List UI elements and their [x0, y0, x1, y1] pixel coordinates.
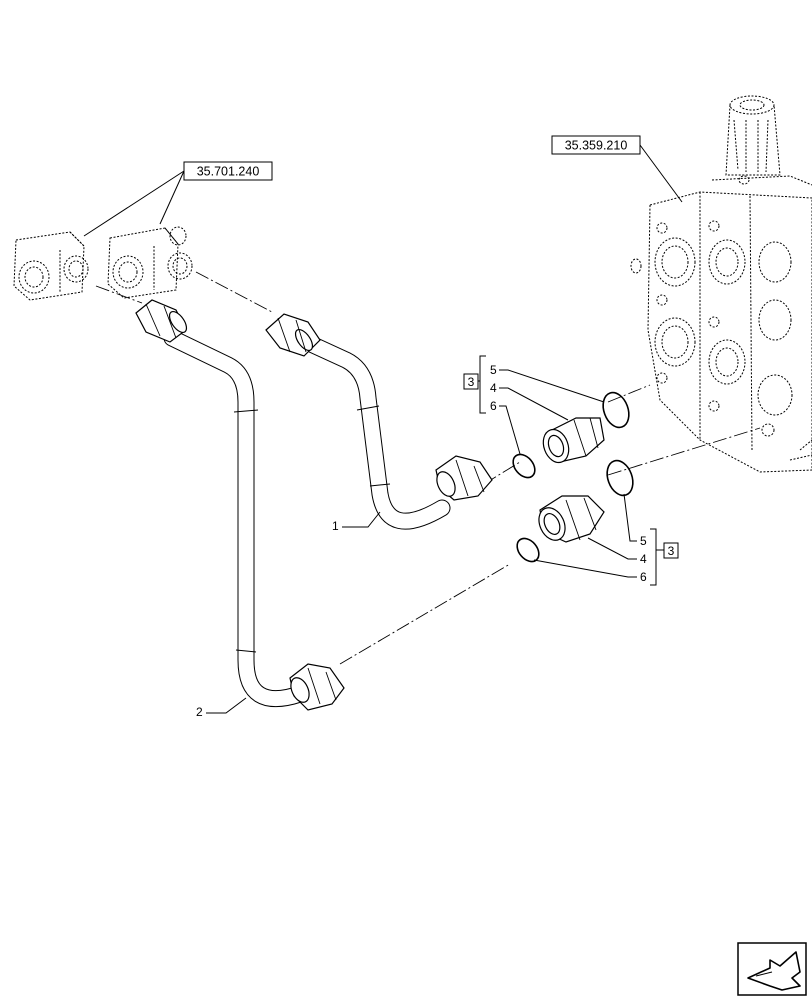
svg-text:35.359.210: 35.359.210	[565, 139, 628, 153]
svg-text:1: 1	[332, 519, 339, 533]
control-valve-body	[630, 95, 812, 473]
callout-lower-oring-5[interactable]: 5	[623, 493, 647, 548]
callout-lower-seal-6[interactable]: 6	[533, 559, 647, 584]
valve-block-left	[13, 231, 89, 301]
next-page-arrow-icon[interactable]	[737, 942, 807, 996]
pipe-2	[163, 329, 309, 707]
callout-pipe-1[interactable]: 1	[332, 511, 381, 533]
reference-leader-valve-group	[83, 170, 185, 237]
assembly-centerlines	[95, 271, 761, 665]
lower-adapter-fitting	[538, 495, 605, 543]
callout-upper-seal-6[interactable]: 6	[490, 399, 521, 455]
svg-text:5: 5	[640, 534, 647, 548]
svg-text:4: 4	[640, 552, 647, 566]
callout-upper-oring-5[interactable]: 5	[490, 363, 605, 403]
pipe-2-lower-nut	[289, 663, 345, 711]
pipe-1	[289, 329, 451, 530]
svg-text:4: 4	[490, 381, 497, 395]
upper-o-ring-5	[602, 391, 630, 429]
svg-text:3: 3	[468, 375, 475, 389]
pipe-1-lower-nut	[435, 455, 493, 501]
callout-upper-adapter-4[interactable]: 4	[490, 381, 569, 421]
svg-text:6: 6	[640, 570, 647, 584]
upper-seal-6	[512, 453, 536, 479]
kit-callout-upper[interactable]: 3	[463, 355, 486, 414]
kit-callout-lower[interactable]: 3	[650, 528, 679, 586]
svg-text:2: 2	[196, 705, 203, 719]
callout-lower-adapter-4[interactable]: 4	[587, 537, 647, 566]
pipe-1-upper-nut	[265, 313, 321, 357]
svg-text:3: 3	[668, 544, 675, 558]
lower-o-ring-5	[606, 459, 634, 497]
reference-leader-control-valve	[639, 144, 683, 203]
pipe-2-upper-nut	[135, 299, 188, 343]
callout-pipe-2[interactable]: 2	[196, 697, 247, 719]
upper-adapter-fitting	[542, 417, 605, 464]
reference-label-valve-group[interactable]: 35.701.240	[183, 161, 273, 181]
valve-block-right	[107, 226, 193, 299]
svg-text:6: 6	[490, 399, 497, 413]
svg-text:5: 5	[490, 363, 497, 377]
reference-label-control-valve[interactable]: 35.359.210	[551, 135, 641, 155]
svg-text:35.701.240: 35.701.240	[197, 165, 260, 179]
